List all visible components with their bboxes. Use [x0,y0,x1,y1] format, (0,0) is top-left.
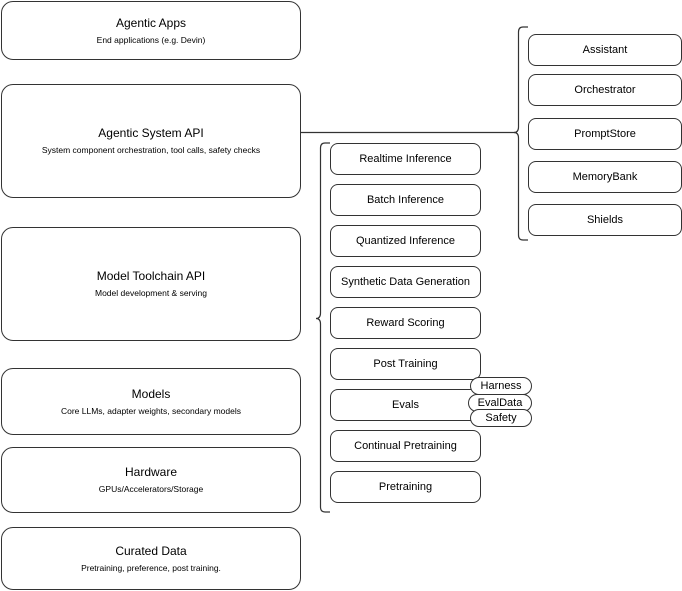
capability-reward-scoring[interactable]: Reward Scoring [330,307,481,339]
component-label: MemoryBank [572,171,638,183]
layer-title: Agentic Apps [115,15,187,30]
stack-layer-agentic-system-api[interactable]: Agentic System API System component orch… [1,84,301,198]
component-label: PromptStore [574,128,636,140]
stack-layer-models[interactable]: Models Core LLMs, adapter weights, secon… [1,368,301,435]
component-label: Assistant [582,44,628,56]
evals-subcomponent-safety[interactable]: Safety [470,409,532,427]
system-component-assistant[interactable]: Assistant [528,34,682,66]
layer-title: Agentic System API [98,126,204,140]
capability-label: Continual Pretraining [354,440,457,452]
capability-continual-pretraining[interactable]: Continual Pretraining [330,430,481,462]
stack-layer-model-toolchain-api[interactable]: Model Toolchain API Model development & … [1,227,301,341]
layer-subtitle: End applications (e.g. Devin) [96,34,206,45]
layer-title: Model Toolchain API [96,269,206,283]
layer-subtitle: Pretraining, preference, post training. [81,562,221,573]
layer-title: Curated Data [115,543,187,558]
capability-label: Quantized Inference [355,235,456,247]
layer-subtitle: Core LLMs, adapter weights, secondary mo… [60,405,241,416]
capability-label: Realtime Inference [359,153,452,165]
layer-title: Models [131,386,171,401]
system-component-shields[interactable]: Shields [528,204,682,236]
evals-subcomponent-harness[interactable]: Harness [470,377,532,395]
stack-layer-agentic-apps[interactable]: Agentic Apps End applications (e.g. Devi… [1,1,301,60]
capability-pretraining[interactable]: Pretraining [330,471,481,503]
layer-subtitle: Model development & serving [95,288,207,298]
layer-subtitle: GPUs/Accelerators/Storage [98,484,204,494]
capability-label: Reward Scoring [366,317,445,329]
bracket-toolchain-capabilities [315,142,330,513]
system-component-orchestrator[interactable]: Orchestrator [528,74,682,106]
layer-title: Hardware [124,465,178,479]
stack-layer-hardware[interactable]: Hardware GPUs/Accelerators/Storage [1,447,301,513]
system-component-memorybank[interactable]: MemoryBank [528,161,682,193]
capability-post-training[interactable]: Post Training [330,348,481,380]
capability-quantized-inference[interactable]: Quantized Inference [330,225,481,257]
system-component-promptstore[interactable]: PromptStore [528,118,682,150]
capability-label: Synthetic Data Generation [340,276,471,288]
capability-label: Post Training [373,358,438,370]
stack-layer-curated-data[interactable]: Curated Data Pretraining, preference, po… [1,527,301,590]
capability-label: Batch Inference [366,194,445,206]
capability-batch-inference[interactable]: Batch Inference [330,184,481,216]
capability-label: Pretraining [378,481,433,493]
pill-label: Safety [485,412,517,424]
bracket-system-components [513,26,528,241]
component-label: Shields [586,214,624,226]
pill-label: EvalData [477,397,523,409]
component-label: Orchestrator [574,84,636,96]
capability-evals[interactable]: Evals [330,389,481,421]
capability-synthetic-data-generation[interactable]: Synthetic Data Generation [330,266,481,298]
layer-subtitle: System component orchestration, tool cal… [41,145,261,155]
pill-label: Harness [480,380,522,392]
capability-label: Evals [392,399,419,411]
capability-realtime-inference[interactable]: Realtime Inference [330,143,481,175]
